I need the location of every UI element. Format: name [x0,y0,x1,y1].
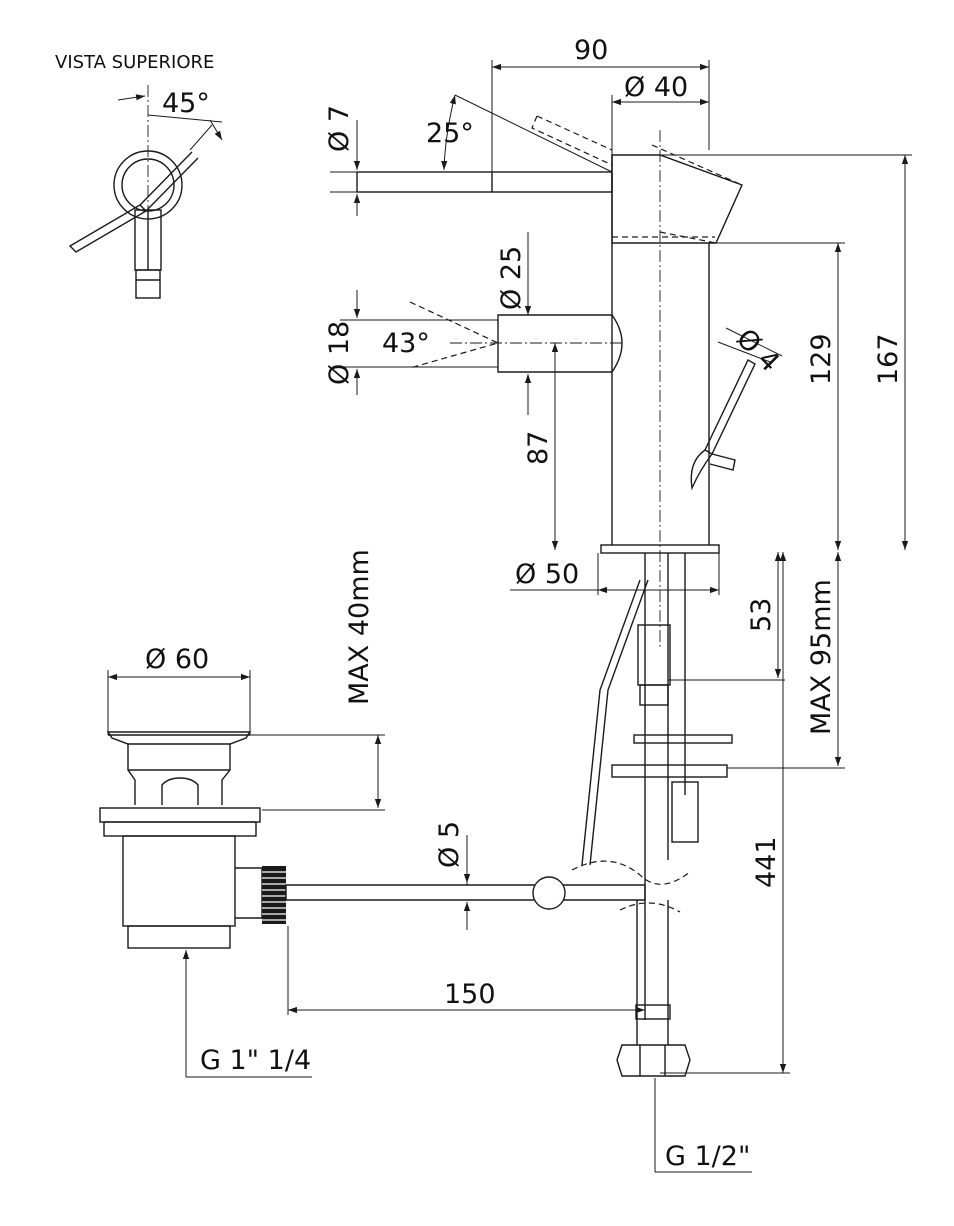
dim-dia25: Ø 25 [496,246,527,310]
thread-waste-label: G 1" 1/4 [200,1045,311,1076]
dim-dia50: Ø 50 [515,559,579,590]
thread-supply-label: G 1/2" [665,1141,750,1172]
dim-dia4: Ø 4 [730,323,785,378]
view-title: VISTA SUPERIORE [55,52,214,73]
dim-87: 87 [523,431,554,465]
dim-441: 441 [751,836,782,888]
popup-waste-view: Ø 60 MAX 40mm [99,549,646,1078]
dim-dia7: Ø 7 [324,105,355,152]
dim-43deg: 43° [382,328,430,359]
top-view: VISTA SUPERIORE 45° [55,52,223,299]
angle-label-top: 45° [162,88,210,119]
dim-150: 150 [444,979,496,1010]
dim-90: 90 [574,35,608,66]
dim-25deg: 25° [426,118,474,149]
dim-167: 167 [873,333,904,385]
dim-53: 53 [746,598,777,632]
dim-dia60: Ø 60 [145,644,209,675]
dim-dia5: Ø 5 [434,821,465,868]
dim-dia40: Ø 40 [624,72,688,103]
dim-129: 129 [806,333,837,385]
mixer-side-view: 90 Ø 40 Ø 7 25° 167 [324,35,912,1173]
dim-max40: MAX 40mm [344,549,375,705]
dim-dia18: Ø 18 [324,321,355,385]
dim-max95: MAX 95mm [806,579,837,735]
